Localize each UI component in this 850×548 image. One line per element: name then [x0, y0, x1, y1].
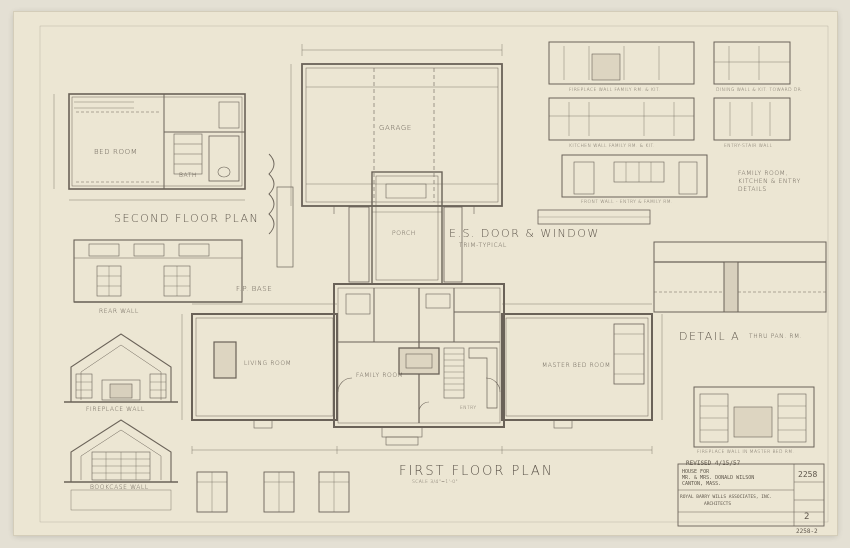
elevations-top-right [537, 41, 791, 225]
rear-wall-elevation [73, 239, 243, 303]
porch-label: PORCH [392, 230, 416, 237]
master-fireplace-elevation [693, 386, 815, 448]
architect-name: ROYAL BARRY WILLS ASSOCIATES, INC. [680, 495, 773, 500]
first-floor-plan-title: FIRST FLOOR PLAN [399, 464, 554, 479]
title-block-lines [677, 463, 825, 527]
bath-label: BATH [179, 172, 198, 179]
project-line-3: CANTON, MASS. [682, 481, 722, 487]
drawing-sheet: SECOND FLOOR PLAN BED ROOM BATH F.P. BAS… [14, 12, 837, 535]
sheet-number: 2 [804, 512, 810, 522]
bookcase-wall-label: BOOKCASE WALL [90, 484, 149, 491]
door-window-subtitle: TRIM-TYPICAL [459, 242, 507, 249]
rear-wall-label: REAR WALL [99, 308, 139, 315]
first-floor-plan [181, 283, 663, 454]
garage-label: GARAGE [379, 124, 412, 132]
elevation-label-2: KITCHEN WALL FAMILY RM. & KIT. [569, 144, 655, 149]
fp-base-label: F.P. BASE [236, 285, 273, 293]
project-line-2: MR. & MRS. DONALD WILSON [682, 475, 755, 481]
elevation-label-1: FIREPLACE WALL FAMILY RM. & KIT. [569, 88, 661, 93]
project-line-1: HOUSE FOR [682, 469, 710, 475]
garage-plan [290, 44, 503, 214]
elevation-label-4: ENTRY-STAIR WALL [724, 144, 773, 149]
first-floor-scale: SCALE 3/4"=1'-0" [412, 480, 458, 485]
porch-plan [348, 171, 463, 285]
window-details [196, 471, 350, 513]
elevation-label-5: DINING WALL & KIT. TOWARD DR. [716, 88, 803, 93]
revision-note: REVISED 4/15/57 [686, 460, 741, 467]
entry-label: ENTRY [460, 406, 477, 411]
family-room-label: FAMILY ROOM [356, 372, 404, 379]
detail-a-section [653, 241, 827, 313]
living-room-label: LIVING ROOM [244, 360, 292, 367]
fireplace-wall-elevation [64, 333, 178, 403]
architect-sub: ARCHITECTS [704, 502, 732, 507]
detail-a-title: DETAIL A [679, 330, 741, 343]
fireplace-wall-label: FIREPLACE WALL [86, 406, 145, 413]
door-window-title: E.S. DOOR & WINDOW [449, 227, 600, 240]
elevation-label-3: FRONT WALL - ENTRY & FAMILY RM. [581, 200, 673, 205]
second-floor-plan [53, 93, 294, 268]
archive-number: 2258-2 [796, 528, 818, 535]
second-floor-plan-title: SECOND FLOOR PLAN [114, 212, 260, 225]
elevation-label-6: FIREPLACE WALL IN MASTER BED RM. [697, 450, 795, 455]
job-number: 2258 [798, 470, 818, 479]
drawing-linework [39, 25, 829, 527]
bookcase-wall-elevation [64, 419, 178, 511]
detail-a-subtitle: THRU PAN. RM. [749, 333, 803, 340]
master-bedroom-label: MASTER BED ROOM [542, 362, 611, 369]
family-kitchen-details-title: FAMILY ROOM, KITCHEN & ENTRY DETAILS [738, 170, 801, 193]
bedroom-label: BED ROOM [94, 148, 138, 156]
